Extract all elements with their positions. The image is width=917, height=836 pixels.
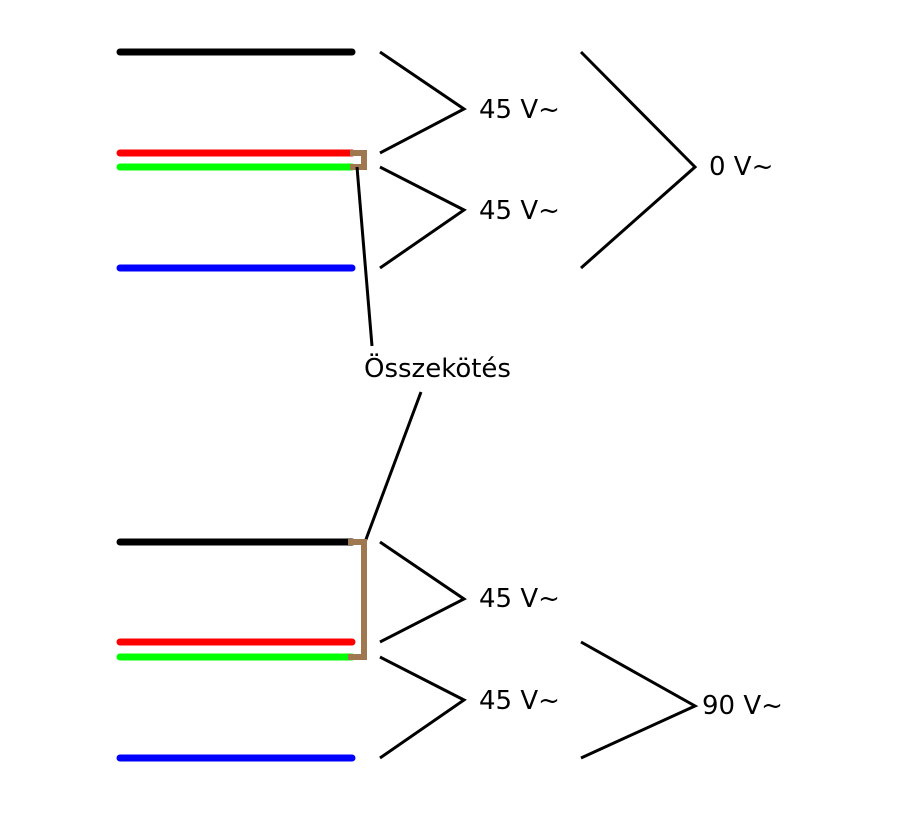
connection-leader-top — [355, 166, 374, 347]
connection-annotation: Összekötés — [355, 166, 511, 543]
bottom-total-voltage-label: 90 V~ — [702, 691, 783, 721]
bottom-jumper — [348, 539, 367, 660]
top-lower-voltage-label: 45 V~ — [479, 196, 560, 226]
bottom-configuration: 45 V~ 45 V~ 90 V~ — [116, 538, 783, 762]
connection-leader-bottom — [363, 391, 423, 543]
bottom-upper-brace — [379, 540, 467, 644]
top-upper-voltage-label: 45 V~ — [479, 95, 560, 125]
top-upper-brace — [379, 50, 467, 155]
top-total-brace — [579, 50, 698, 270]
connection-label: Összekötés — [364, 352, 511, 384]
top-configuration: 45 V~ 45 V~ 0 V~ — [116, 48, 773, 272]
bottom-lower-voltage-label: 45 V~ — [479, 686, 560, 716]
bottom-upper-voltage-label: 45 V~ — [479, 584, 560, 614]
top-lower-brace — [379, 165, 467, 270]
top-total-voltage-label: 0 V~ — [709, 152, 773, 182]
bottom-total-brace — [580, 640, 699, 760]
bottom-lower-brace — [379, 655, 467, 760]
top-jumper — [350, 150, 367, 170]
